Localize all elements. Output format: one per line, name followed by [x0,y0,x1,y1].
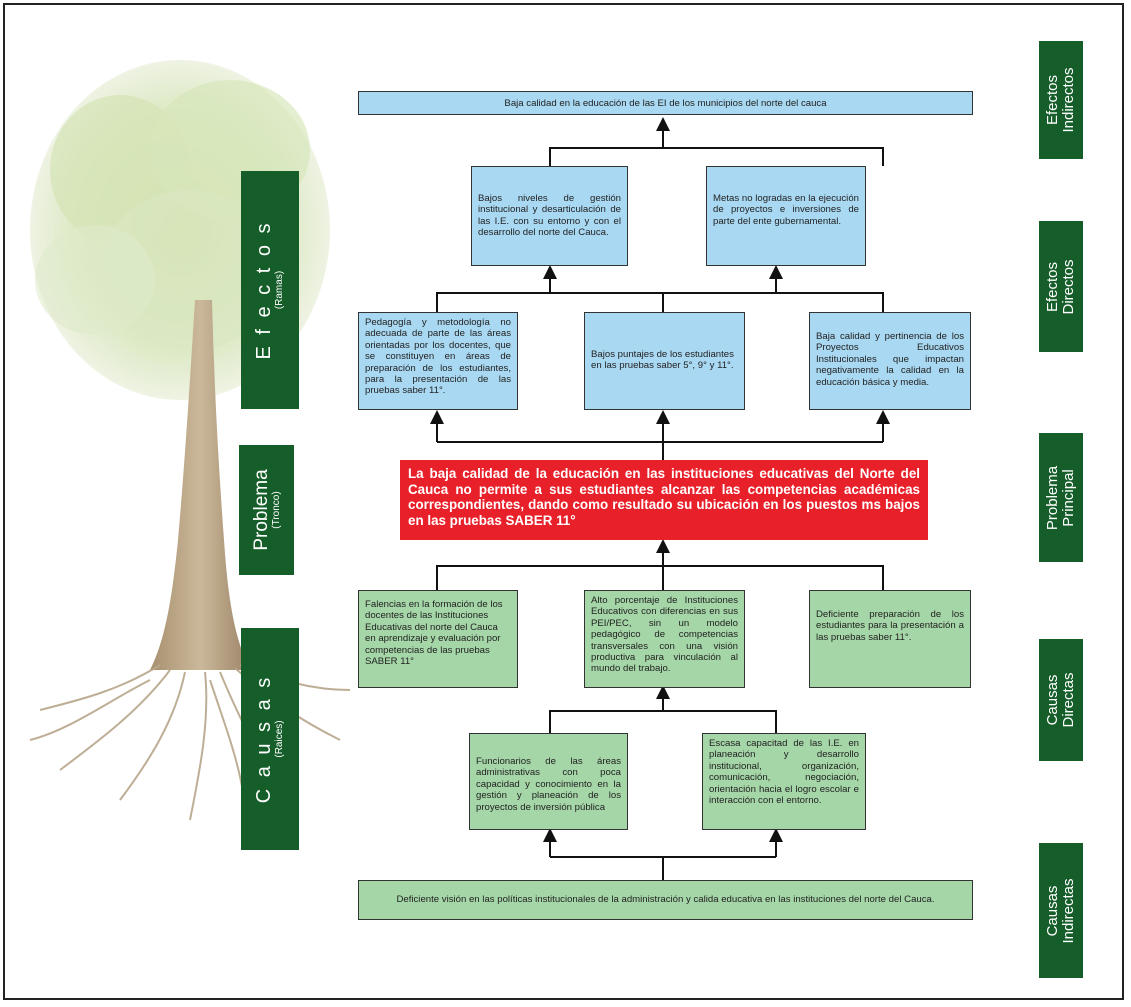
box-efecto-indirecto: Baja calidad en la educación de las EI d… [358,91,973,115]
box-efecto-directo-2: Bajos puntajes de los estudiantes en las… [584,312,745,410]
label-efectos-indirectos-line1: Efectos [1044,74,1061,126]
diagram-frame [3,3,1124,1000]
box-causa-mid-left: Funcionarios de las áreas administrativa… [469,733,628,830]
box-causa-directa-3: Deficiente preparación de los estudiante… [809,590,971,688]
connectors [430,117,890,880]
box-causa-mid-right: Escasa capacitad de las I.E. en planeaci… [702,733,866,830]
label-causas-directas-line1: Causas [1044,674,1061,726]
tree-roots [29,664,351,841]
tree-trunk [150,300,250,670]
label-efectos-directos: Efectos Directos [1039,221,1083,352]
label-efectos-indirectos: Efectos Indirectos [1039,41,1083,159]
label-problema-principal-line2: Principal [1060,468,1077,527]
label-causas-directas: Causas Directas [1039,639,1083,761]
band-causas: C a u s a s (Raices) [241,628,299,850]
label-efectos-indirectos-line2: Indirectos [1060,67,1077,133]
box-efecto-mid-right: Metas no logradas en la ejecución de pro… [706,166,866,266]
box-causa-directa-2: Alto porcentaje de Instituciones Educati… [584,590,745,688]
box-causa-indirecta: Deficiente visión en las políticas insti… [358,880,973,920]
box-efecto-directo-3: Baja calidad y pertinencia de los Proyec… [809,312,971,410]
band-causas-title: C a u s a s [253,674,275,804]
label-problema-principal: Problema Principal [1039,433,1083,562]
label-efectos-directos-line2: Directos [1060,258,1077,315]
band-efectos-subtitle: (Ramas) [274,270,285,310]
band-problema-subtitle: (Tronco) [270,491,282,529]
label-causas-indirectas: Causas Indirectas [1039,843,1083,978]
band-problema: Problema (Tronco) [239,445,294,575]
label-causas-directas-line2: Directas [1060,672,1077,728]
label-efectos-directos-line1: Efectos [1044,261,1061,312]
band-problema-title: Problema [250,469,272,551]
box-efecto-directo-1: Pedagogía y metodología no adecuada de p… [358,312,518,410]
box-efecto-mid-left: Bajos niveles de gestión institucional y… [471,166,628,266]
band-causas-subtitle: (Raices) [274,720,285,758]
label-causas-indirectas-line1: Causas [1044,885,1061,936]
label-problema-principal-line1: Problema [1044,465,1061,530]
band-efectos: E f e c t o s (Ramas) [241,171,299,409]
box-problema-principal: La baja calidad de la educación en las i… [400,460,928,540]
box-causa-directa-1: Falencias en la formación de los docente… [358,590,518,688]
label-causas-indirectas-line2: Indirectas [1060,877,1077,944]
band-efectos-title: E f e c t o s [253,220,275,360]
